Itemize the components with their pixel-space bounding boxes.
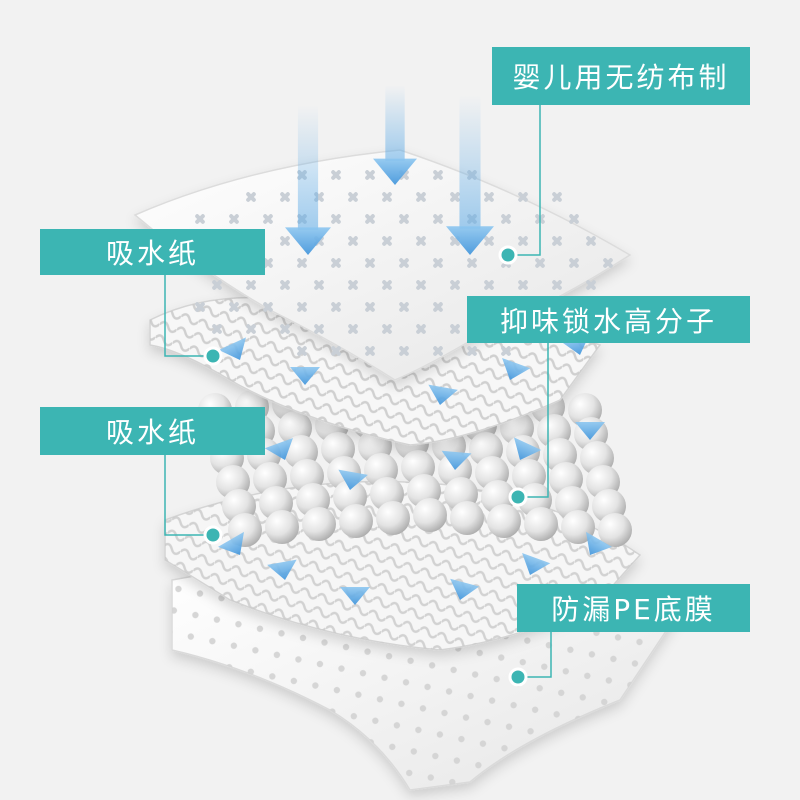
absorption-arrows [218, 85, 612, 605]
label-tissue-lower: 吸水纸 [40, 407, 265, 455]
dot-pe-film [508, 667, 528, 687]
label-tissue-upper: 吸水纸 [40, 229, 265, 275]
label-polymer: 抑味锁水高分子 [467, 296, 750, 343]
label-nonwoven: 婴儿用无纺布制 [492, 47, 750, 105]
dot-nonwoven [498, 245, 518, 265]
connector-polymer [518, 343, 549, 498]
connector-pe-film [518, 632, 552, 678]
connector-tissue-upper [164, 275, 213, 357]
dot-tissue-lower [203, 525, 223, 545]
dot-tissue-upper [203, 346, 223, 366]
dot-polymer [508, 487, 528, 507]
connectors [164, 105, 552, 678]
connector-dots [203, 245, 528, 687]
connector-tissue-lower [164, 455, 213, 536]
connector-nonwoven [508, 105, 541, 256]
label-pe-film: 防漏PE底膜 [517, 584, 750, 632]
